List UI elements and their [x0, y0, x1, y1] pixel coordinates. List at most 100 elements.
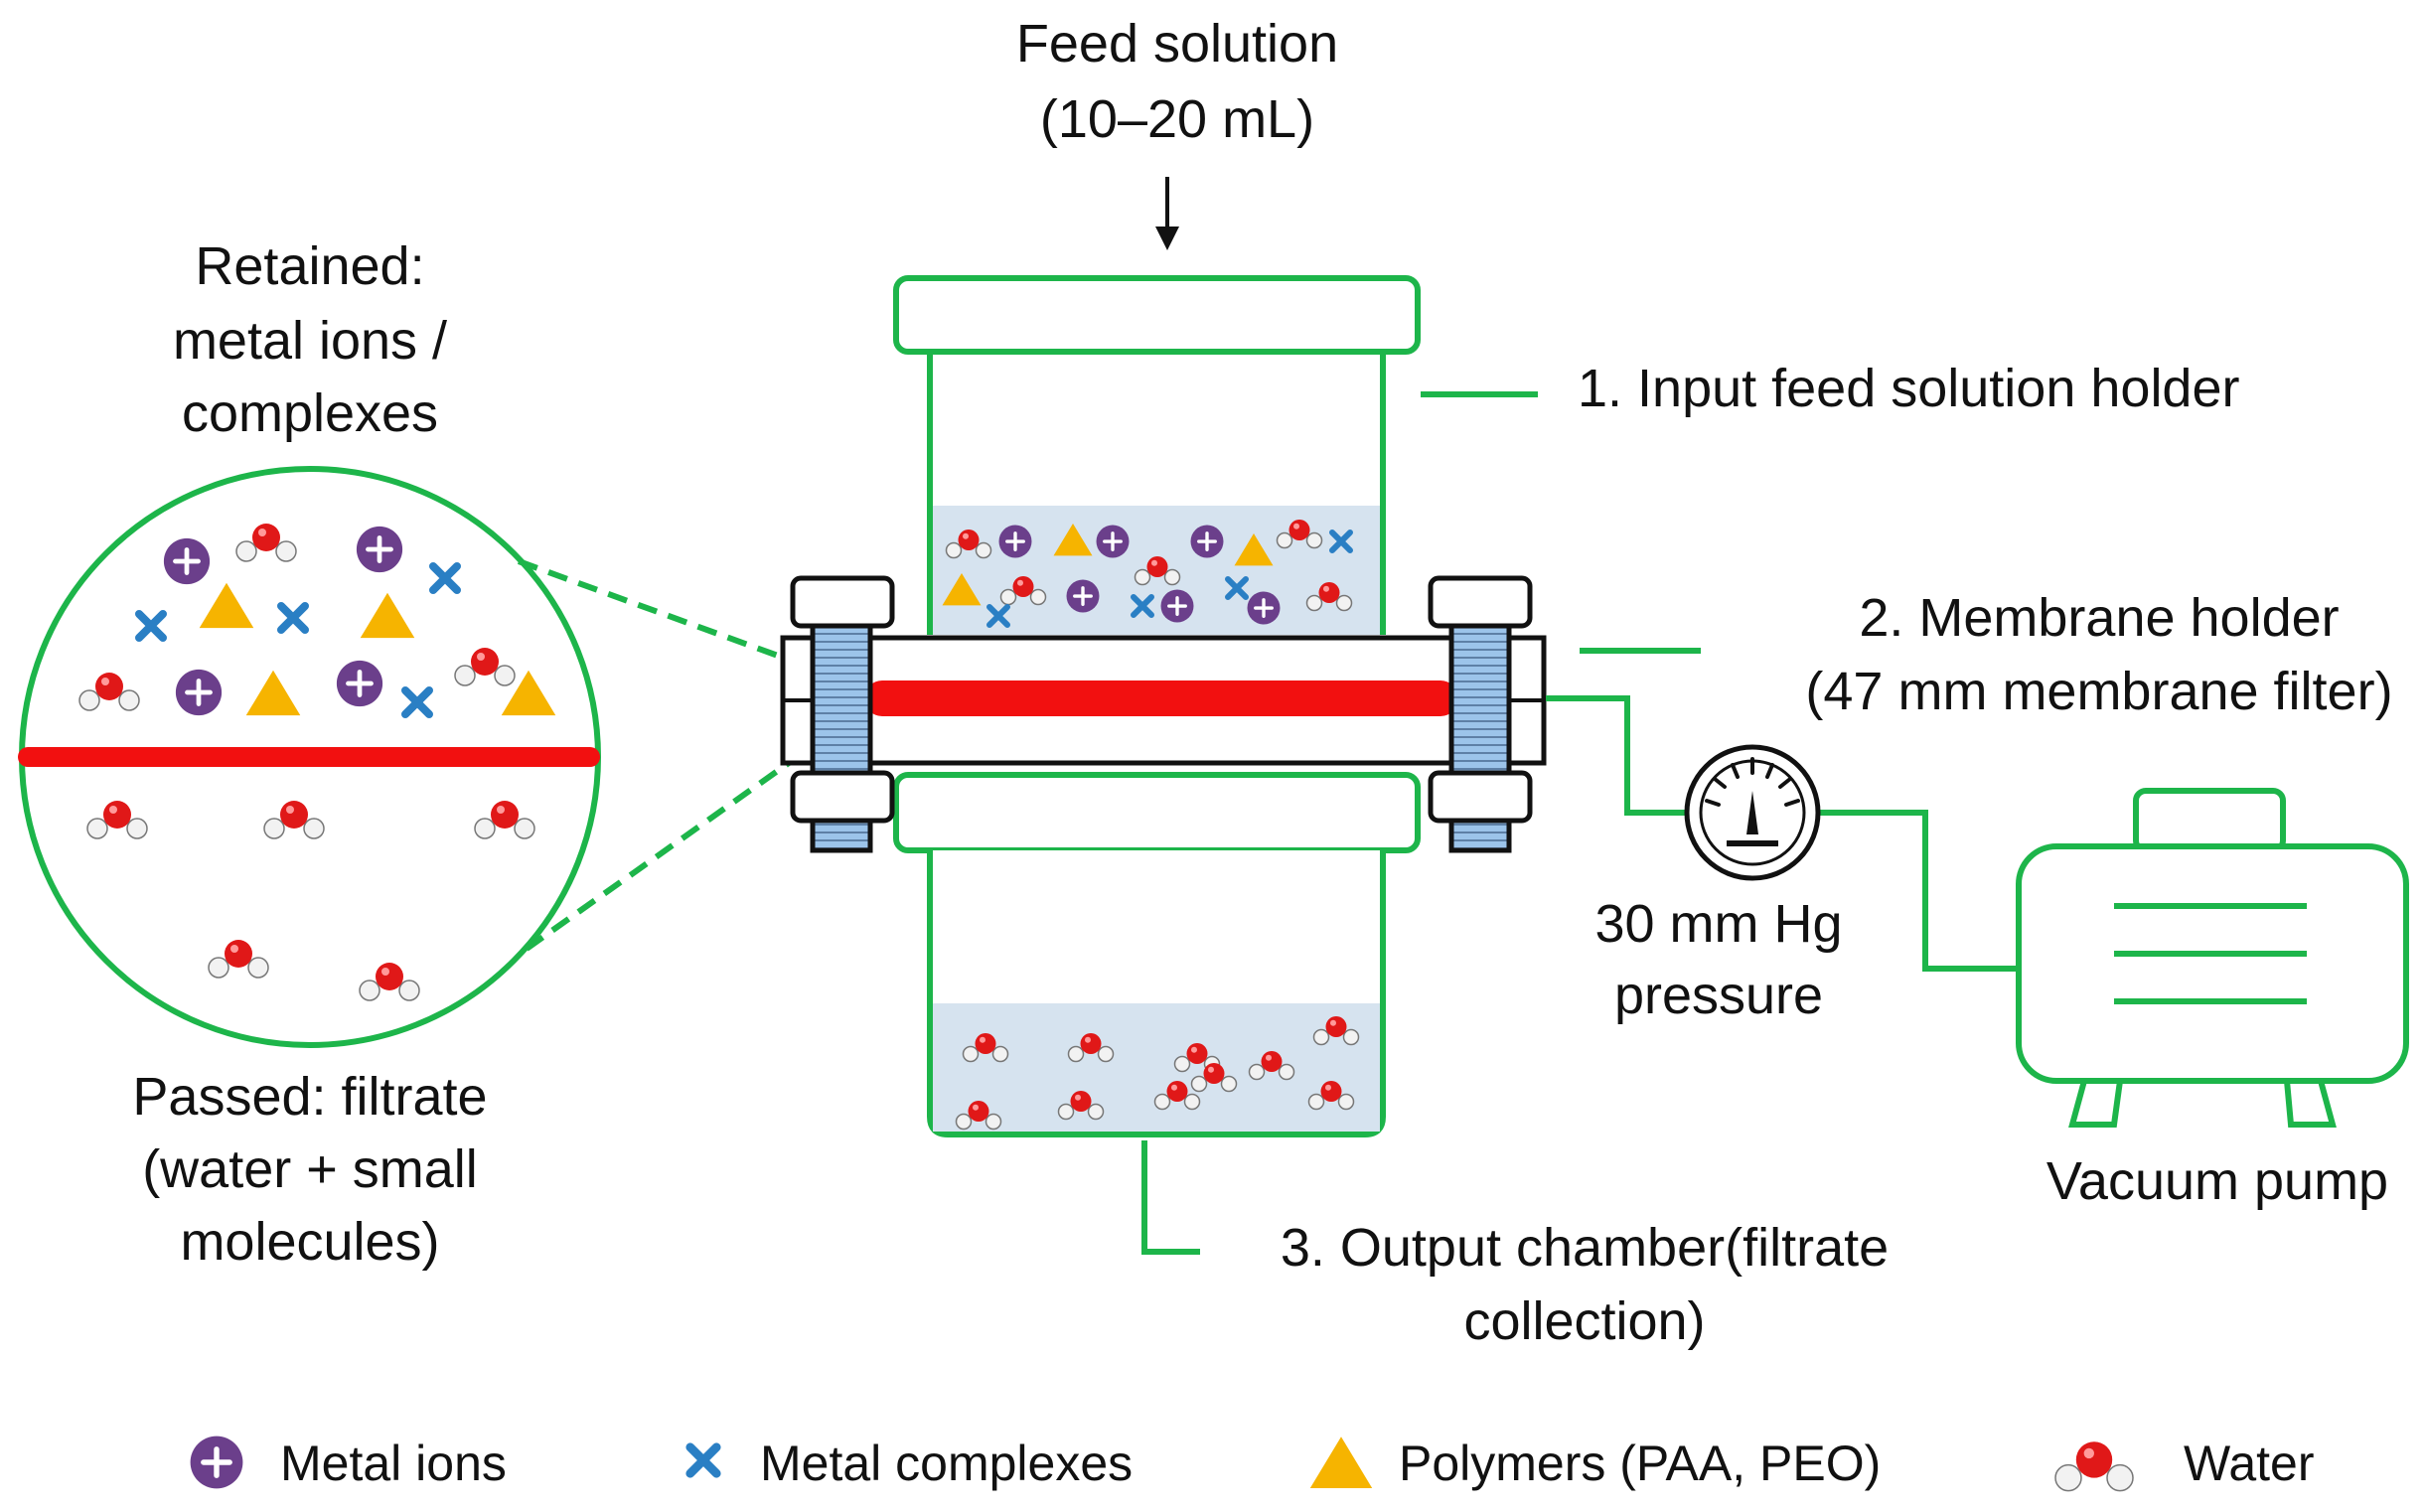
ion-particle-11 [336, 660, 383, 707]
right-bolt-bottom-nut [1428, 770, 1533, 824]
pressure-label: pressure [1614, 966, 1823, 1025]
water-particle-42 [1190, 1063, 1238, 1093]
pump-handle [2133, 788, 2286, 853]
water-particle-30 [999, 576, 1047, 606]
ion-particle-35 [1247, 591, 1281, 625]
water-particle-18 [208, 940, 269, 979]
water-particle-24 [1134, 556, 1181, 586]
cross-particle-4 [135, 610, 167, 642]
left-bolt-tip [810, 818, 873, 853]
passed-label-line3: molecules) [180, 1212, 439, 1272]
water-particle-46 [1057, 1091, 1105, 1121]
output-chamber-label-line2: collection) [1463, 1291, 1705, 1351]
water-molecule-icon [2054, 1441, 2134, 1492]
triangle-icon [1309, 1436, 1373, 1489]
output-chamber [893, 772, 1421, 1137]
water-particle-43 [1248, 1051, 1295, 1081]
membrane-holder-label: 2. Membrane holder [1859, 588, 2339, 648]
leader-line-output [1141, 1140, 1200, 1255]
particles-layer [78, 520, 1360, 1131]
tri-particle-5 [199, 582, 254, 629]
filtrate-liquid [933, 1003, 1380, 1132]
vacuum-pump-icon [2016, 788, 2409, 1128]
passed-label-line1: Passed: filtrate [132, 1067, 487, 1127]
water-particle-16 [263, 801, 325, 839]
retained-label-line1: Retained: [195, 236, 424, 296]
pressure-gauge-icon [1684, 744, 1821, 881]
plus-circle-icon [190, 1436, 243, 1489]
water-particle-44 [1153, 1081, 1201, 1111]
water-particle-20 [945, 529, 992, 559]
right-bolt-tip [1448, 818, 1512, 853]
pump-left-foot [2068, 1078, 2124, 1128]
ion-particle-23 [1096, 525, 1130, 558]
ion-particle-25 [1190, 525, 1224, 558]
cross-particle-6 [277, 602, 309, 634]
membrane-filter-label: (47 mm membrane filter) [1805, 662, 2392, 721]
retained-label-line3: complexes [182, 383, 438, 443]
tri-particle-29 [942, 573, 982, 606]
cross-particle-12 [401, 686, 433, 718]
input-holder-label: 1. Input feed solution holder [1578, 359, 2240, 418]
ion-particle-9 [175, 669, 223, 716]
bottom-cap [893, 772, 1421, 853]
legend-icons [190, 1436, 2134, 1492]
feed-arrow-icon [1155, 177, 1179, 250]
tri-particle-10 [245, 670, 301, 716]
tri-particle-22 [1053, 524, 1093, 556]
vacuum-tube-2 [1818, 810, 2019, 972]
membrane-holder [780, 575, 1547, 853]
water-particle-15 [86, 801, 148, 839]
legend-metal-complexes: Metal complexes [760, 1436, 1133, 1491]
tri-particle-7 [360, 592, 415, 639]
top-chamber-walls [927, 352, 1386, 635]
ion-particle-21 [998, 525, 1032, 558]
ion-particle-2 [356, 526, 403, 573]
legend: Metal ions Metal complexes Polymers (PAA… [190, 1436, 2315, 1492]
water-particle-41 [1312, 1016, 1360, 1046]
water-particle-27 [1276, 520, 1323, 549]
vacuum-tube-1 [1546, 695, 1687, 816]
pump-body [2016, 843, 2409, 1084]
cross-particle-3 [429, 562, 461, 594]
water-particle-17 [474, 801, 535, 839]
feed-volume: (10–20 mL) [1040, 89, 1314, 149]
water-particle-13 [454, 648, 516, 686]
left-bolt-top-nut [790, 575, 895, 629]
output-chamber-label-line1: 3. Output chamber(filtrate [1281, 1218, 1889, 1278]
water-particle-36 [1305, 582, 1353, 612]
retained-label-line2: metal ions / [173, 311, 447, 371]
tri-particle-14 [501, 670, 556, 716]
cross-particle-32 [1131, 594, 1154, 618]
feed-title: Feed solution [1016, 14, 1338, 74]
left-bolt [790, 575, 895, 853]
water-particle-19 [359, 963, 420, 1001]
legend-water: Water [2184, 1436, 2315, 1491]
water-particle-39 [1067, 1033, 1115, 1063]
input-feed-holder [893, 275, 1421, 635]
legend-polymers: Polymers (PAA, PEO) [1399, 1436, 1881, 1491]
water-particle-38 [962, 1033, 1009, 1063]
water-particle-1 [235, 524, 297, 562]
ion-particle-0 [163, 537, 211, 585]
magnified-membrane-view [18, 466, 601, 1048]
water-particle-47 [1307, 1081, 1355, 1111]
right-bolt-top-nut [1428, 575, 1533, 629]
ion-particle-33 [1160, 589, 1194, 623]
water-particle-8 [78, 673, 140, 711]
cross-icon [685, 1442, 721, 1478]
left-bolt-bottom-nut [790, 770, 895, 824]
cross-particle-28 [1329, 529, 1353, 553]
legend-metal-ions: Metal ions [280, 1436, 507, 1491]
pump-right-foot [2283, 1078, 2337, 1128]
vacuum-pump-label: Vacuum pump [2046, 1151, 2388, 1211]
passed-label-line2: (water + small [142, 1139, 478, 1199]
cross-particle-34 [1225, 576, 1249, 600]
ion-particle-31 [1066, 579, 1100, 613]
right-bolt [1428, 575, 1533, 853]
top-cap [893, 275, 1421, 355]
tri-particle-26 [1234, 533, 1274, 566]
cross-particle-37 [986, 604, 1010, 628]
pressure-value-label: 30 mm Hg [1594, 894, 1842, 954]
